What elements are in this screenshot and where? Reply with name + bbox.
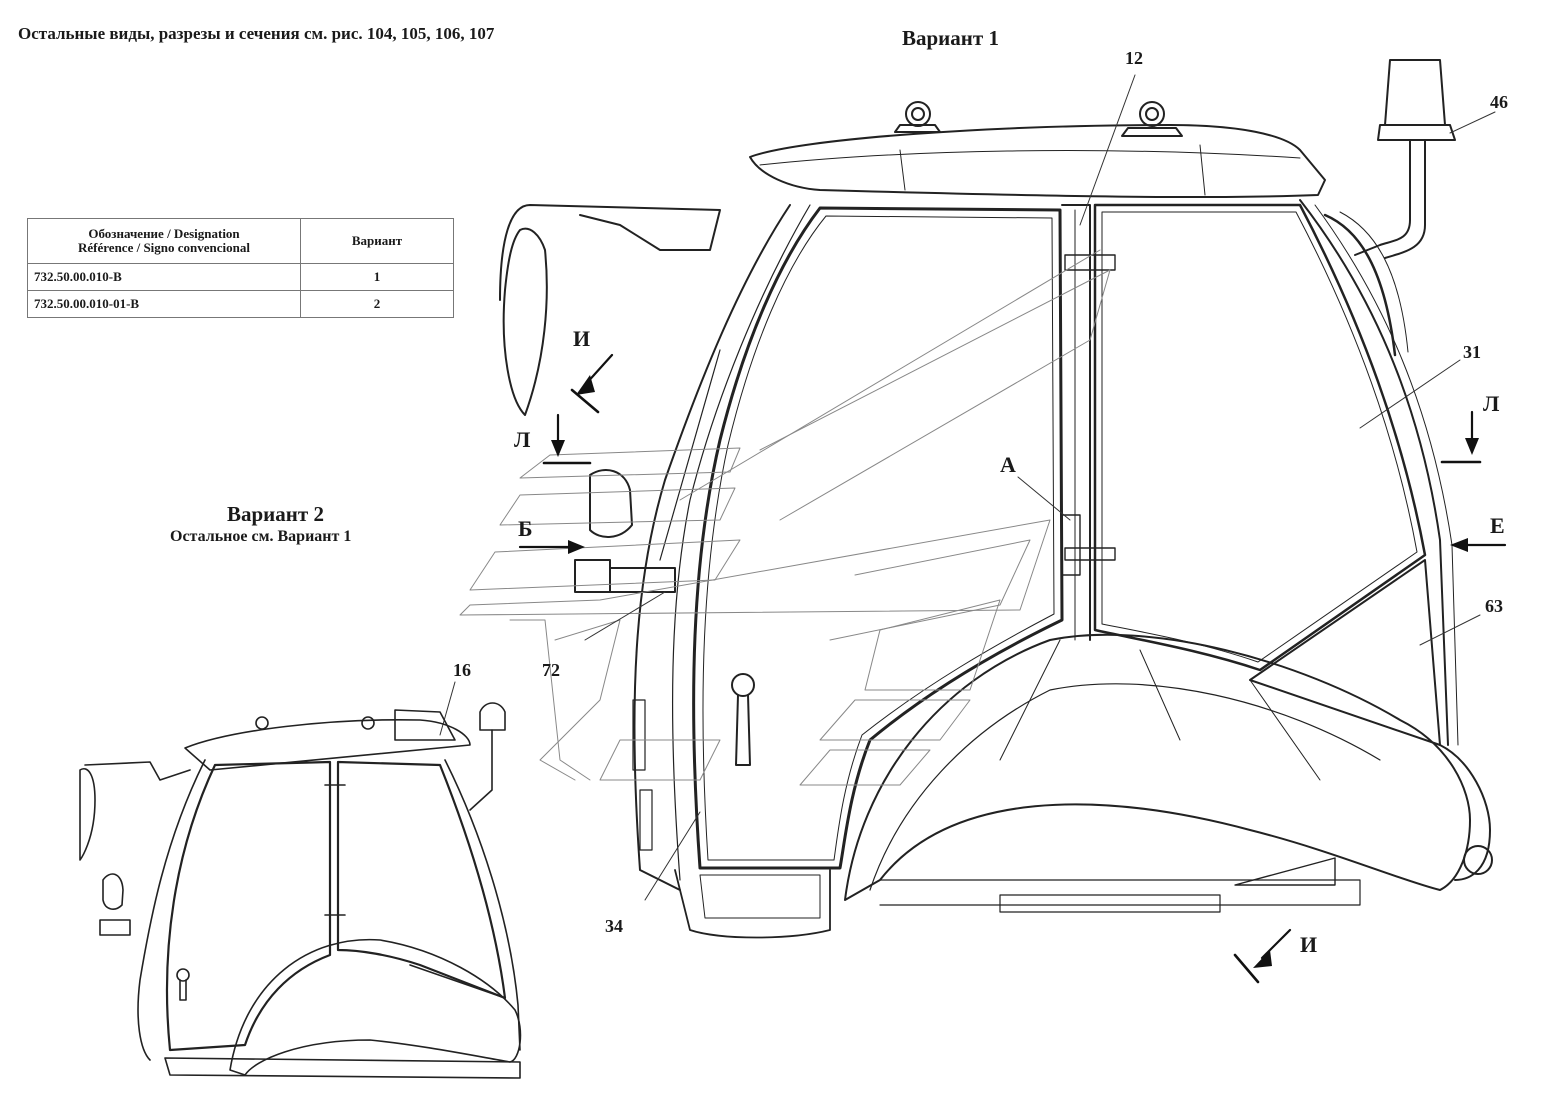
table-row: 732.50.00.010-В 1 bbox=[27, 263, 454, 291]
designation-header-line1: Обозначение / Designation bbox=[88, 226, 240, 241]
view-letter-i-bottom: И bbox=[1300, 932, 1318, 957]
callout-12: 12 bbox=[1125, 48, 1143, 68]
view-letter-i-top: И bbox=[573, 326, 591, 351]
section-letter-l-left: Л bbox=[514, 427, 531, 452]
variant-2-subtitle: Остальное см. Вариант 1 bbox=[170, 528, 352, 545]
table-row: 732.50.00.010-01-В 2 bbox=[27, 290, 454, 318]
variant-1-title: Вариант 1 bbox=[902, 26, 999, 50]
cab-variant-1 bbox=[499, 59, 1493, 939]
callout-16: 16 bbox=[453, 660, 471, 680]
variant-cell: 1 bbox=[300, 263, 454, 291]
callout-72: 72 bbox=[542, 660, 560, 680]
view-letter-b: Б bbox=[518, 516, 533, 541]
view-letter-a: А bbox=[1000, 452, 1016, 477]
designation-table: Обозначение / Designation Référence / Si… bbox=[27, 218, 454, 318]
designation-cell: 732.50.00.010-01-В bbox=[27, 290, 301, 318]
designation-header-line2: Référence / Signo convencional bbox=[78, 240, 250, 255]
designation-cell: 732.50.00.010-В bbox=[27, 263, 301, 291]
callout-34: 34 bbox=[605, 916, 623, 936]
view-letter-e: Е bbox=[1490, 513, 1505, 538]
cab-variant-2 bbox=[79, 702, 522, 1079]
variant-cell: 2 bbox=[300, 290, 454, 318]
leader-lines bbox=[439, 74, 1496, 901]
callout-46: 46 bbox=[1490, 92, 1508, 112]
ghost-projection-frames bbox=[459, 249, 1111, 786]
section-letter-l-right: Л bbox=[1483, 391, 1500, 416]
callout-63: 63 bbox=[1485, 596, 1503, 616]
variant-header: Вариант bbox=[300, 218, 454, 264]
variant-2-title: Вариант 2 bbox=[227, 502, 324, 526]
section-arrows bbox=[518, 353, 1507, 984]
drawing-note: Остальные виды, разрезы и сечения см. ри… bbox=[18, 24, 495, 43]
arrow-heads bbox=[551, 375, 1479, 968]
callout-31: 31 bbox=[1463, 342, 1481, 362]
